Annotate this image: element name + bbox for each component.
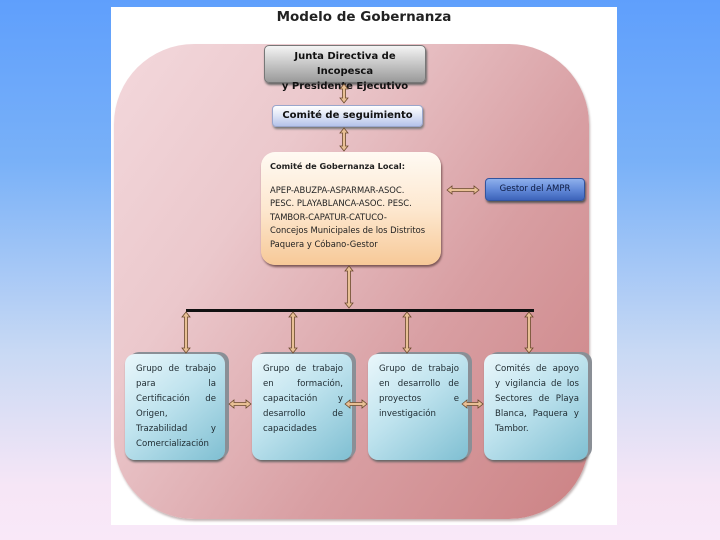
local-line: APEP-ABUZPA-ASPARMAR-ASOC. (270, 184, 405, 195)
local-line: PESC. PLAYABLANCA-ASOC. PESC. (270, 198, 412, 208)
local-heading: Comité de Gobernanza Local: (270, 161, 405, 171)
connector-bar (186, 309, 534, 312)
double-arrow-icon (181, 311, 191, 354)
double-arrow-icon (461, 399, 484, 409)
node-comite-seguimiento: Comité de seguimiento (272, 105, 423, 127)
diagram-canvas: Modelo de Gobernanza Junta Directiva de … (111, 7, 617, 525)
local-line: Paquera y Cóbano-Gestor (270, 238, 378, 249)
double-arrow-icon (446, 185, 480, 195)
local-line: TAMBOR-CAPATUR-CATUCO- (270, 211, 387, 222)
double-arrow-icon (402, 311, 412, 354)
double-arrow-icon (339, 83, 349, 104)
node-group-proyectos: Grupo de trabajo en desarrollo de proyec… (368, 354, 468, 460)
double-arrow-icon (339, 127, 349, 152)
double-arrow-icon (524, 311, 534, 354)
node-group-formacion: Grupo de trabajo en formación, capacitac… (252, 354, 352, 460)
node-group-certificacion: Grupo de trabajo para la Certificación d… (125, 354, 225, 460)
node-comite-gobernanza-local: Comité de Gobernanza Local: APEP-ABUZPA-… (261, 152, 441, 265)
double-arrow-icon (344, 265, 354, 309)
node-group-comites-apoyo: Comités de apoyo y vigilancia de los Sec… (484, 354, 588, 460)
local-line: Concejos Municipales de los Distritos (270, 225, 426, 235)
diagram-title: Modelo de Gobernanza (276, 9, 452, 25)
node-junta-directiva: Junta Directiva de Incopesca y President… (264, 45, 426, 92)
junta-line-1: Junta Directiva de Incopesca (294, 51, 396, 77)
double-arrow-icon (344, 399, 368, 409)
double-arrow-icon (228, 399, 252, 409)
node-gestor-ampr: Gestor del AMPR (485, 178, 585, 201)
double-arrow-icon (288, 311, 298, 354)
